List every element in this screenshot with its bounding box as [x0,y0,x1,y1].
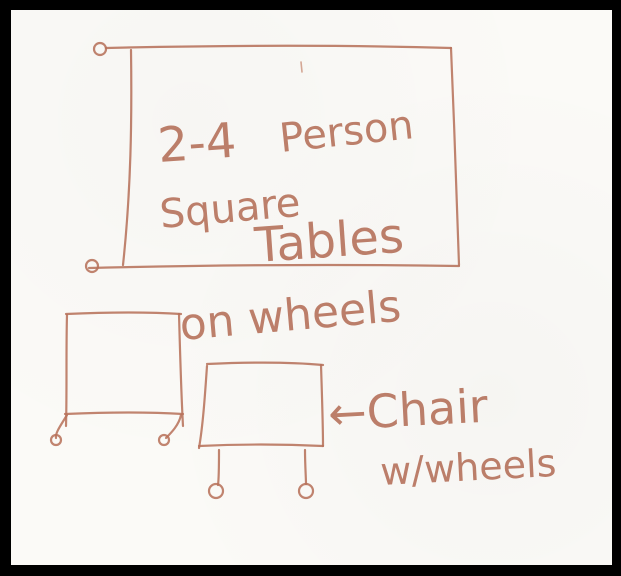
table-wheel-top-left [94,43,106,55]
table-pencil-tick [301,62,302,72]
small-table-leg-right [166,415,181,438]
table-wheel-bottom-left [86,260,98,272]
pencil-sketch: 2-4 Person Square Tables on wheels [11,10,612,565]
chair-left [199,366,207,448]
small-table-top [66,313,181,315]
small-table-left [66,315,67,426]
chair-wheel-left [209,484,223,498]
chair-top [207,363,323,365]
chair-leg-right [305,450,306,484]
label-chair: ←Chair [327,379,489,441]
small-table-wheel-right [159,435,169,445]
table-top-edge [106,46,451,48]
chair-wheel-right [299,484,313,498]
chair-right [321,365,323,446]
chair-drawing [199,363,323,498]
label-with-wheels: w/wheels [379,441,557,494]
chair-leg-left [218,450,219,485]
small-table-bottom [65,413,183,415]
label-on-wheels: on wheels [178,281,404,351]
small-table-drawing [51,313,183,446]
chair-bottom [199,445,323,447]
label-person: Person [277,102,415,162]
label-tables: Tables [252,208,406,274]
table-right-edge [451,48,459,265]
table-left-edge [123,50,131,265]
label-2-4: 2-4 [156,113,238,174]
paper-sheet: 2-4 Person Square Tables on wheels [11,10,612,565]
